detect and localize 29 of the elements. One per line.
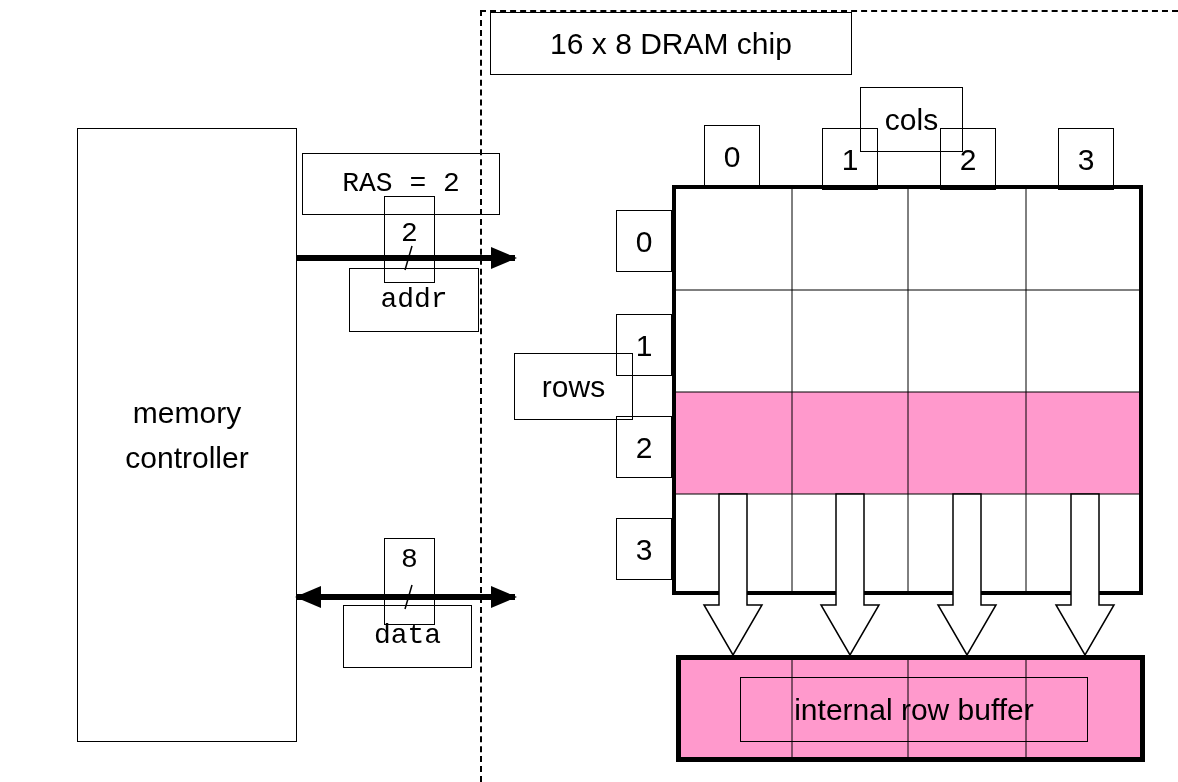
buffer-label: internal row buffer [740,677,1088,742]
column-number: 3 [1058,128,1114,190]
bus-width-label: 8 [384,538,435,625]
column-number: 1 [822,128,878,190]
chip-region [480,10,1178,782]
row-number: 0 [616,210,672,272]
row-buffer [676,655,1145,762]
axis-label: rows [514,353,633,420]
bus-width-label: 2 [384,196,435,283]
block-arrow [936,493,998,657]
block-arrow [702,493,764,657]
block-arrow [819,493,881,657]
selected-row [676,392,1139,494]
column-number: 0 [704,125,760,188]
row-number: 1 [616,314,672,376]
cell-array [672,185,1143,595]
row-number: 3 [616,518,672,580]
controller-label: memory controller [124,395,250,476]
edge-label: addr [349,268,479,332]
edge-label: data [343,605,472,668]
signal-label: RAS = 2 [302,153,500,215]
block-arrow [1054,493,1116,657]
arrow [295,586,517,608]
column-number: 2 [940,128,996,190]
row-number: 2 [616,416,672,478]
chip-title: 16 x 8 DRAM chip [490,12,852,75]
axis-label: cols [860,87,963,152]
controller-box [77,128,297,742]
arrow [297,247,517,269]
